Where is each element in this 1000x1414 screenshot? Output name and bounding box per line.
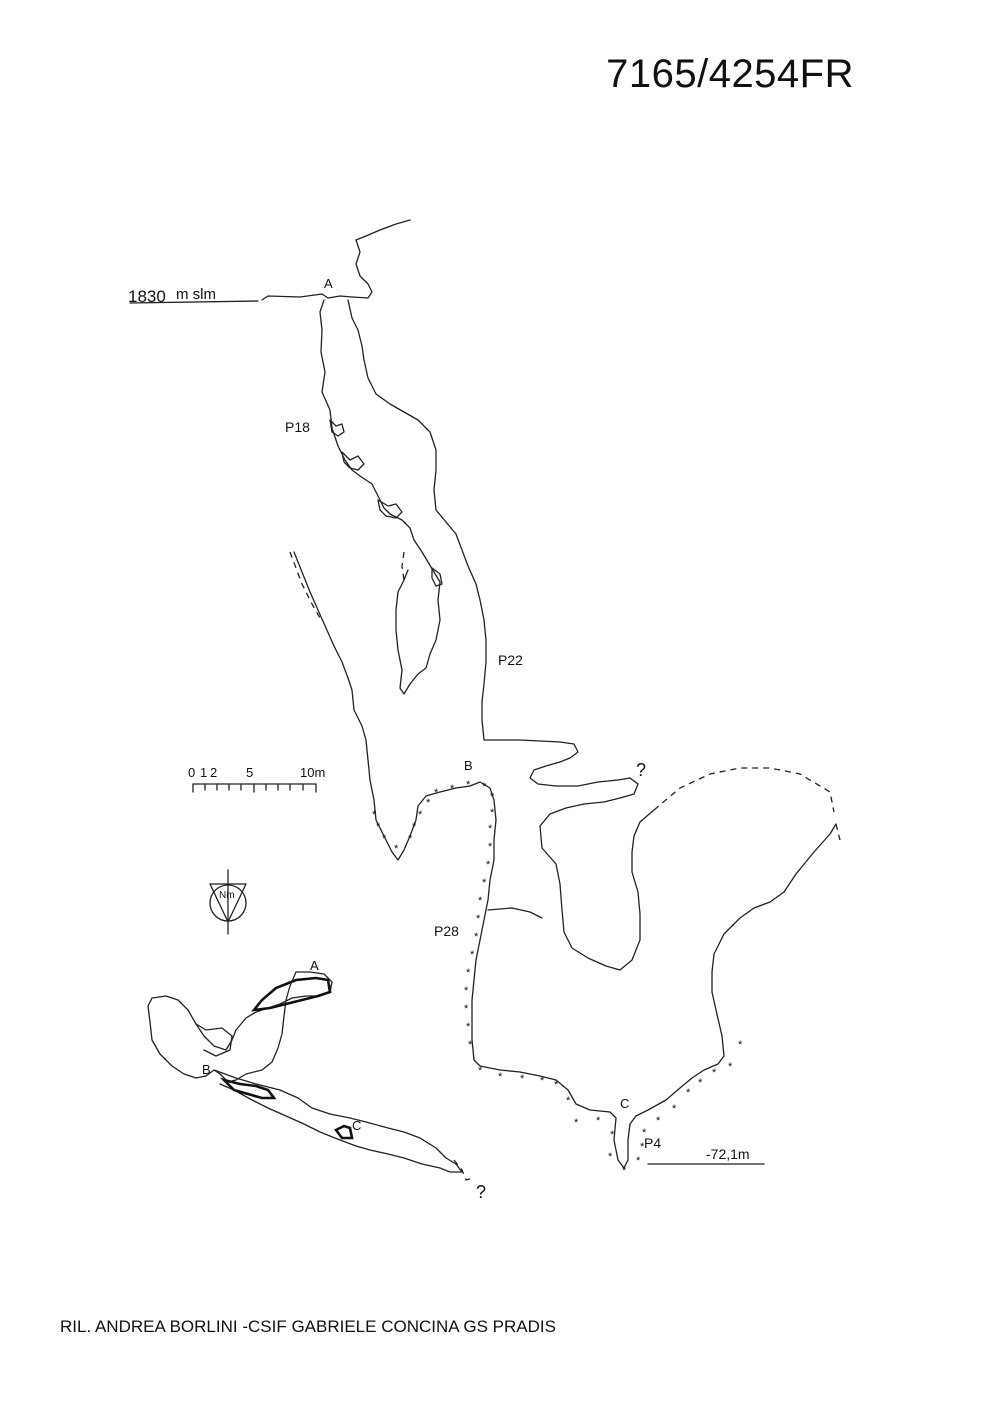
star-mark: * [466, 779, 471, 791]
star-mark: * [490, 791, 495, 803]
star-mark: * [394, 843, 399, 855]
cave-code-title: 7165/4254FR [606, 52, 854, 96]
star-mark: * [540, 1075, 545, 1087]
surface-line [129, 219, 411, 304]
plan-unknown-mark: ? [476, 1182, 486, 1202]
plan-shaft-b [219, 1077, 277, 1100]
plan-point-a: A [310, 958, 319, 973]
entrance-elevation-value: 1830 [128, 287, 166, 306]
star-mark: * [412, 821, 417, 833]
north-arrow-icon: Nm [209, 869, 247, 935]
star-mark: * [498, 1071, 503, 1083]
section-point-c: C [620, 1096, 629, 1111]
boulders [329, 419, 443, 587]
plan-shaft-c [334, 1124, 354, 1140]
scale-tick-0: 0 [188, 765, 195, 780]
side-branch [487, 907, 543, 919]
plan-upper-chamber [250, 976, 332, 1012]
section-unknown-mark: ? [636, 760, 646, 780]
plan-inner-loop [195, 1023, 233, 1057]
star-mark: * [408, 833, 413, 845]
right-wall [347, 299, 655, 971]
star-mark: * [476, 913, 481, 925]
star-mark: * [596, 1115, 601, 1127]
star-mark: * [382, 833, 387, 845]
star-mark: * [656, 1115, 661, 1127]
star-mark: * [478, 895, 483, 907]
scale-tick-10m: 10m [300, 765, 325, 780]
pitch-label-p22: P22 [498, 652, 523, 668]
plan-gallery [213, 1069, 463, 1173]
star-mark: * [554, 1079, 559, 1091]
star-mark: * [474, 931, 479, 943]
star-mark: * [426, 797, 431, 809]
vertical-section: 1830 m slm A B C P18 P22 P28 P4 ? -72,1m… [128, 219, 841, 1177]
star-mark: * [738, 1039, 743, 1051]
plan-outline [147, 971, 333, 1083]
star-mark: * [640, 1141, 645, 1153]
star-mark: * [466, 967, 471, 979]
star-mark: * [468, 1039, 473, 1051]
star-mark: * [672, 1103, 677, 1115]
star-mark: * [728, 1061, 733, 1073]
star-mark: * [566, 1095, 571, 1107]
plan-view: A B C ? [147, 958, 486, 1202]
scale-bar: 0 1 2 5 10m [188, 765, 325, 793]
star-mark: * [488, 823, 493, 835]
pitch-label-p18: P18 [285, 419, 310, 435]
dashed-right-upper [653, 767, 835, 813]
star-mark: * [636, 1155, 641, 1167]
star-mark: * [372, 809, 377, 821]
star-mark: * [434, 787, 439, 799]
star-mark: * [490, 807, 495, 819]
star-mark: * [712, 1067, 717, 1079]
star-mark: * [464, 985, 469, 997]
star-mark: * [482, 781, 487, 793]
wet-wall-stars: ****************************************… [372, 779, 743, 1177]
scale-tick-2: 2 [210, 765, 217, 780]
dashed-left-top [289, 551, 321, 619]
star-mark: * [486, 859, 491, 871]
left-lower-wall [293, 551, 837, 1169]
entrance-elevation-unit: m slm [176, 286, 216, 303]
star-mark: * [642, 1127, 647, 1139]
star-mark: * [466, 1021, 471, 1033]
star-mark: * [450, 783, 455, 795]
left-wall [319, 299, 441, 695]
plan-point-c: C [352, 1118, 361, 1133]
pitch-label-p28: P28 [434, 923, 459, 939]
star-mark: * [478, 1065, 483, 1077]
star-mark: * [686, 1087, 691, 1099]
dashed-inner [401, 551, 405, 581]
star-mark: * [482, 877, 487, 889]
star-mark: * [574, 1117, 579, 1129]
north-arrow-label: Nm [219, 890, 235, 901]
star-mark: * [488, 841, 493, 853]
star-mark: * [418, 809, 423, 821]
scale-tick-5: 5 [246, 765, 253, 780]
dashed-right-end [835, 823, 841, 841]
section-point-b: B [464, 758, 473, 773]
star-mark: * [622, 1165, 627, 1177]
star-mark: * [610, 1129, 615, 1141]
star-mark: * [376, 821, 381, 833]
star-mark: * [698, 1077, 703, 1089]
plan-dashed-end [453, 1159, 475, 1181]
survey-credits: RIL. ANDREA BORLINI -CSIF GABRIELE CONCI… [60, 1317, 556, 1336]
depth-label: -72,1m [706, 1146, 750, 1162]
section-point-a: A [324, 276, 333, 291]
star-mark: * [464, 1003, 469, 1015]
pitch-label-p4: P4 [644, 1135, 661, 1151]
star-mark: * [520, 1073, 525, 1085]
star-mark: * [470, 949, 475, 961]
plan-point-b: B [202, 1062, 211, 1077]
star-mark: * [608, 1151, 613, 1163]
scale-tick-1: 1 [200, 765, 207, 780]
